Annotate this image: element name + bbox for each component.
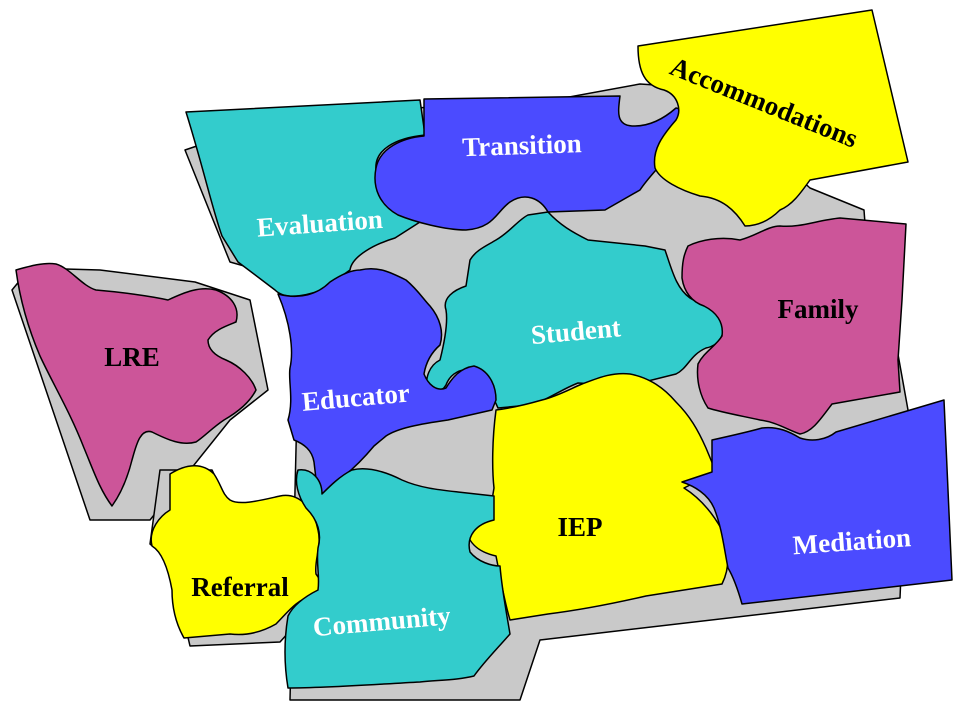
mediation-piece <box>681 399 953 605</box>
transition-piece <box>374 95 687 231</box>
transition-label: Transition <box>462 128 583 162</box>
iep-label: IEP <box>557 512 602 542</box>
referral-label: Referral <box>191 572 289 602</box>
accommodations-piece <box>637 9 909 227</box>
family-label: Family <box>778 294 859 324</box>
educator-piece <box>277 268 497 497</box>
lre-label: LRE <box>104 342 160 372</box>
family-piece <box>681 217 907 435</box>
community-piece <box>284 468 511 689</box>
lre-piece <box>15 262 257 507</box>
evaluation-piece <box>185 99 426 297</box>
